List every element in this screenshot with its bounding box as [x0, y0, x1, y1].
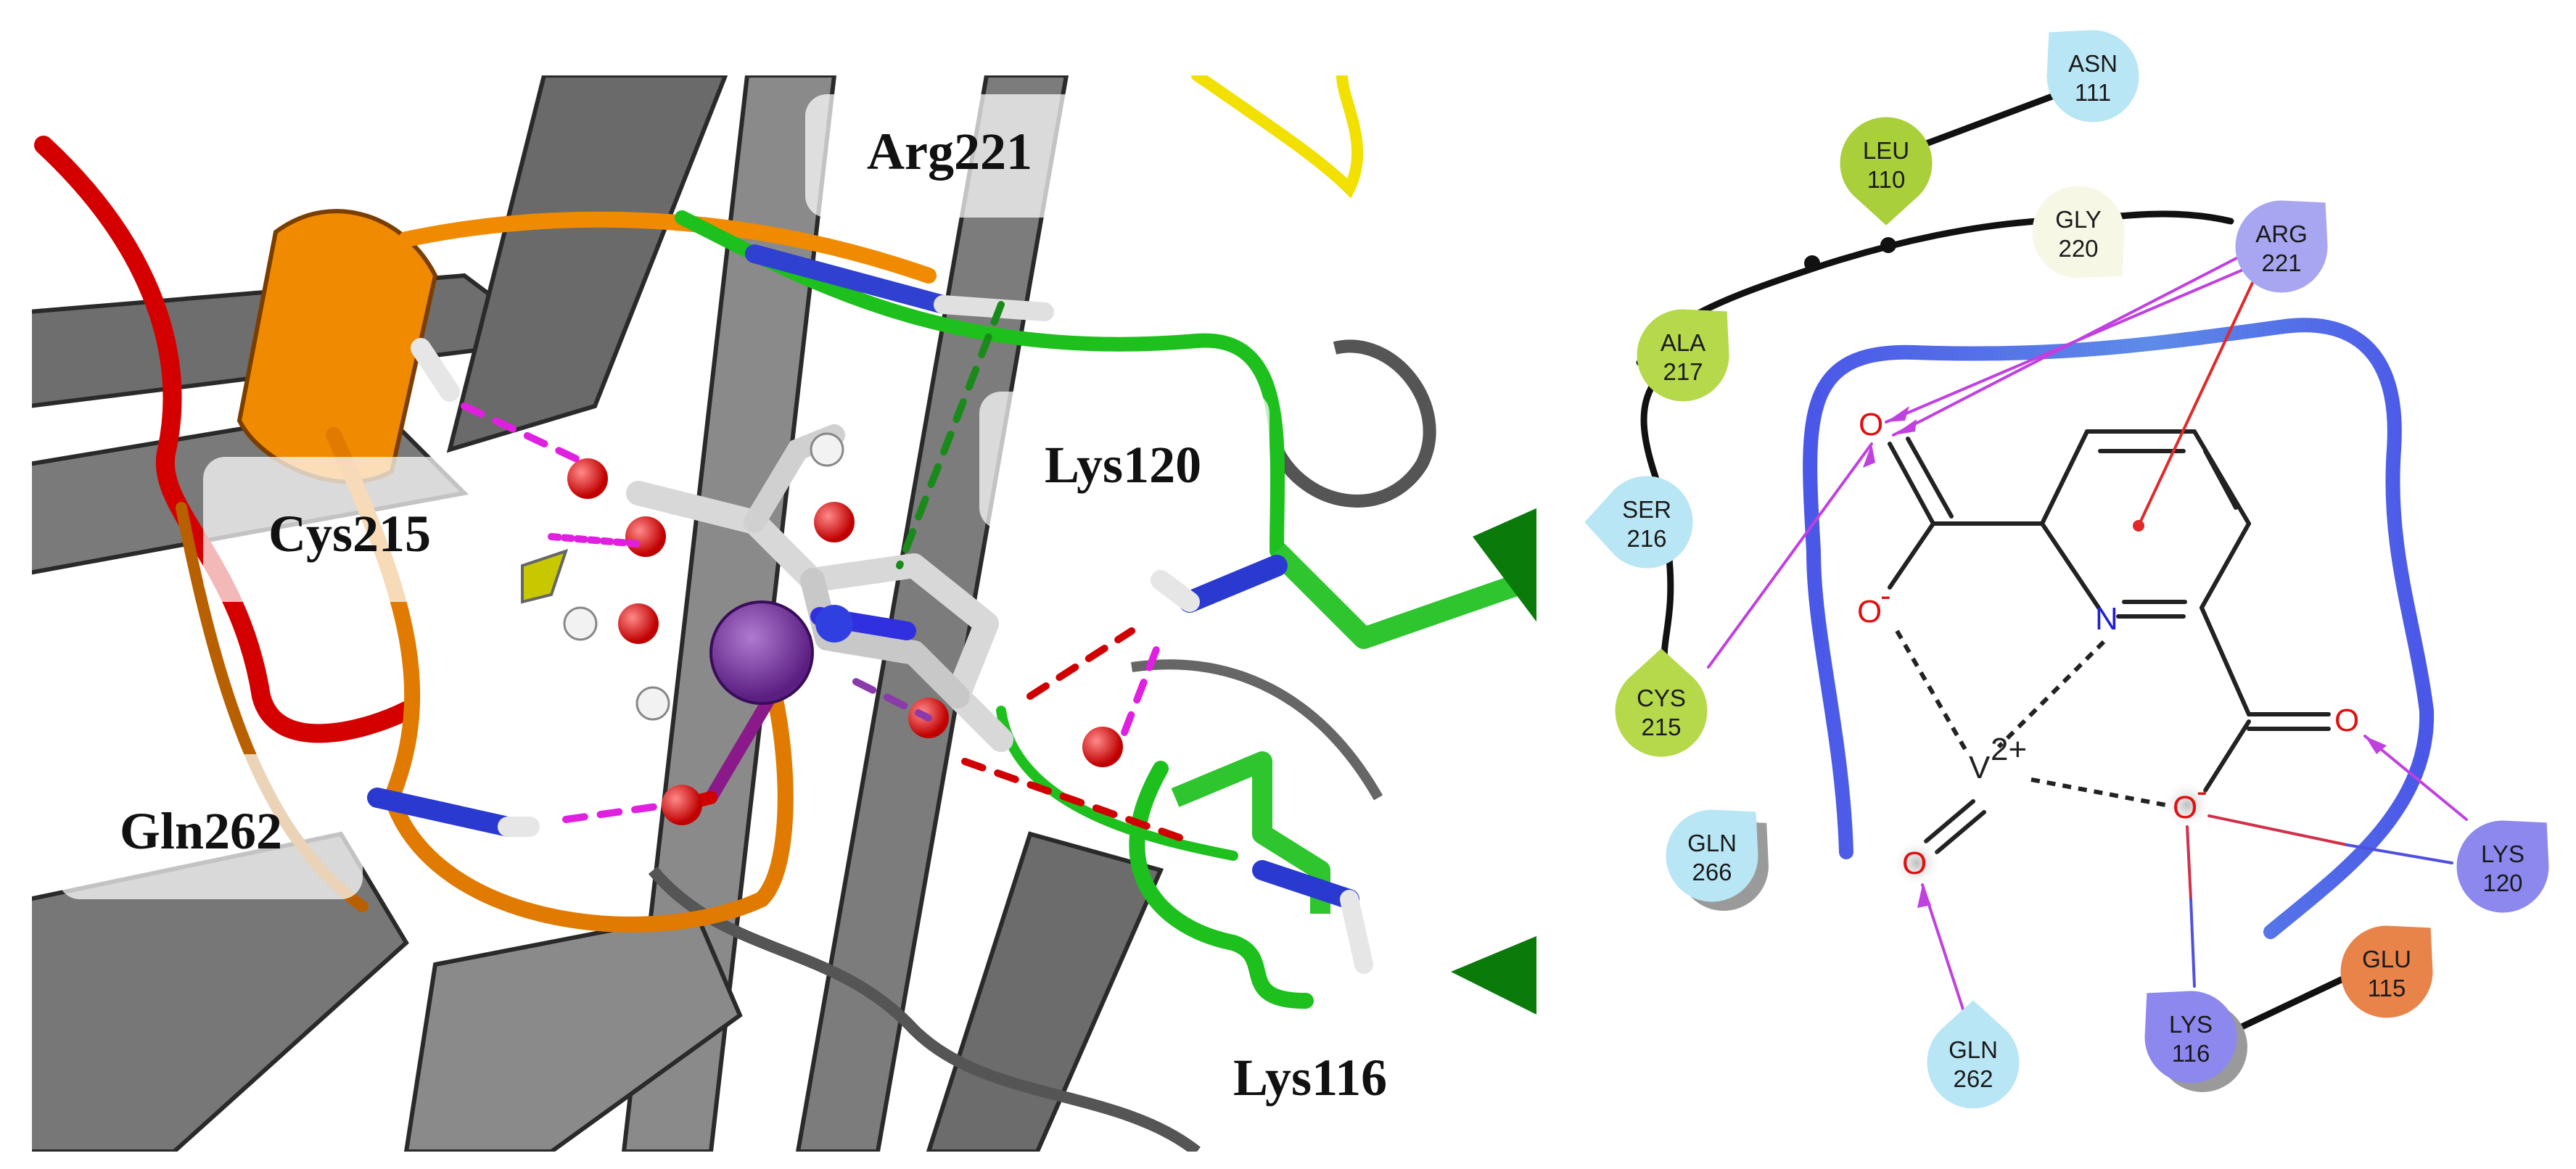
atom-o-right: O — [2334, 703, 2359, 738]
residue-number: 111 — [2075, 79, 2111, 106]
residue-code: CYS — [1637, 685, 1686, 711]
label-cys215: Cys215 — [268, 505, 431, 563]
residue-drop — [1666, 809, 1758, 902]
residue-glu115: GLU 115 — [2340, 925, 2433, 1018]
residue-gln266: GLN 266 — [1666, 809, 1769, 911]
residue-drop — [1615, 648, 1708, 757]
residue-drop — [2456, 820, 2549, 913]
label-gln262: Gln262 — [120, 802, 282, 860]
residue-number: 216 — [1626, 525, 1666, 552]
atom-o-right-charge: - — [2197, 774, 2207, 809]
interaction-diagram-2d: O O - N O O - V 2+ O ASN111LEU110GLY220A… — [1584, 30, 2549, 1109]
atom-vanadium-charge: 2+ — [1991, 732, 2027, 767]
structure-3d-panel: Arg221 Lys120 Cys215 Gln262 Lys116 — [32, 75, 1536, 1152]
residue-number: 262 — [1953, 1065, 1993, 1092]
atom-o-top: O — [1859, 407, 1883, 442]
ligand-atoms — [563, 432, 1123, 825]
arrow-heads — [1863, 406, 2387, 908]
residue-code: GLN — [1687, 830, 1737, 856]
residue-code: ASN — [2068, 50, 2118, 77]
residue-code: LEU — [1863, 137, 1909, 164]
atom-n: N — [2095, 601, 2118, 637]
residue-drop — [2144, 991, 2237, 1083]
interaction-lines — [1707, 256, 2468, 1024]
residue-number: 115 — [2368, 975, 2406, 1001]
residue-code: ARG — [2255, 220, 2308, 247]
residue-number: 220 — [2058, 235, 2098, 262]
residue-number: 120 — [2482, 869, 2522, 896]
residue-code: ALA — [1661, 329, 1705, 356]
atom-o-left-charge: - — [1880, 578, 1891, 614]
residue-drop — [1927, 1000, 2020, 1109]
residue-number: 221 — [2261, 249, 2301, 276]
atom-o-vanadyl: O — [1902, 846, 1927, 881]
atom-o-right-minus: O — [2173, 790, 2197, 825]
label-lys120: Lys120 — [1045, 436, 1201, 494]
residue-code: GLU — [2362, 946, 2411, 972]
ligand-2d-structure — [1888, 429, 2331, 854]
residue-code: LYS — [2169, 1011, 2213, 1038]
residue-number: 215 — [1641, 714, 1681, 740]
residue-code: GLY — [2055, 206, 2102, 233]
residue-number: 266 — [1692, 859, 1732, 885]
label-boxes — [58, 94, 1270, 899]
residue-number: 217 — [1663, 358, 1703, 385]
residue-drop — [2340, 925, 2433, 1018]
label-lys116: Lys116 — [1233, 1049, 1387, 1107]
atom-o-left-minus: O — [1857, 594, 1882, 629]
residue-code: SER — [1622, 496, 1671, 523]
residue-drop — [2032, 186, 2125, 278]
yellow-coil — [1191, 75, 1364, 199]
atom-vanadium: V — [1969, 750, 1991, 785]
label-arg221: Arg221 — [867, 123, 1032, 181]
ligand-atom-labels: O O - N O O - V 2+ O — [1857, 407, 2359, 881]
ligand-sticks — [367, 244, 1373, 974]
orange-helix — [176, 209, 937, 933]
pocket-outline — [1803, 318, 2435, 939]
residue-drop — [2046, 30, 2139, 123]
residue-number: 116 — [2172, 1040, 2210, 1067]
residue-drop — [1584, 476, 1693, 569]
residue-drop — [1637, 309, 1729, 402]
residue-code: GLN — [1949, 1036, 1998, 1063]
structure-labels: Arg221 Lys120 Cys215 Gln262 Lys116 — [120, 123, 1387, 1107]
residue-code: LYS — [2481, 840, 2524, 867]
interaction-dashes — [461, 301, 1193, 845]
residue-number: 110 — [1867, 166, 1906, 193]
residue-drop — [2235, 200, 2328, 293]
residue-drop — [1840, 117, 1933, 226]
residue-cys215: CYS 215 — [1615, 648, 1708, 757]
coordination-bonds — [1895, 629, 2166, 807]
